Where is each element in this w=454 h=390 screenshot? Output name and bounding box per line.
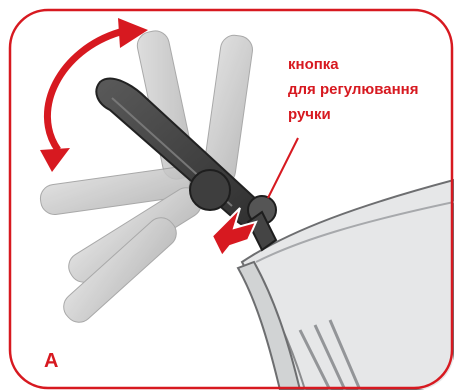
button-callout: кнопка для регулювання ручки — [288, 52, 454, 127]
callout-line-2: для регулювання — [288, 77, 454, 102]
arrow-head-bottom — [40, 148, 70, 172]
pointer-arrow-icon — [268, 138, 298, 198]
panel-label: A — [44, 350, 58, 373]
ghost-handle-down — [39, 166, 207, 328]
callout-line-3: ручки — [288, 102, 454, 127]
callout-line-1: кнопка — [288, 52, 454, 77]
